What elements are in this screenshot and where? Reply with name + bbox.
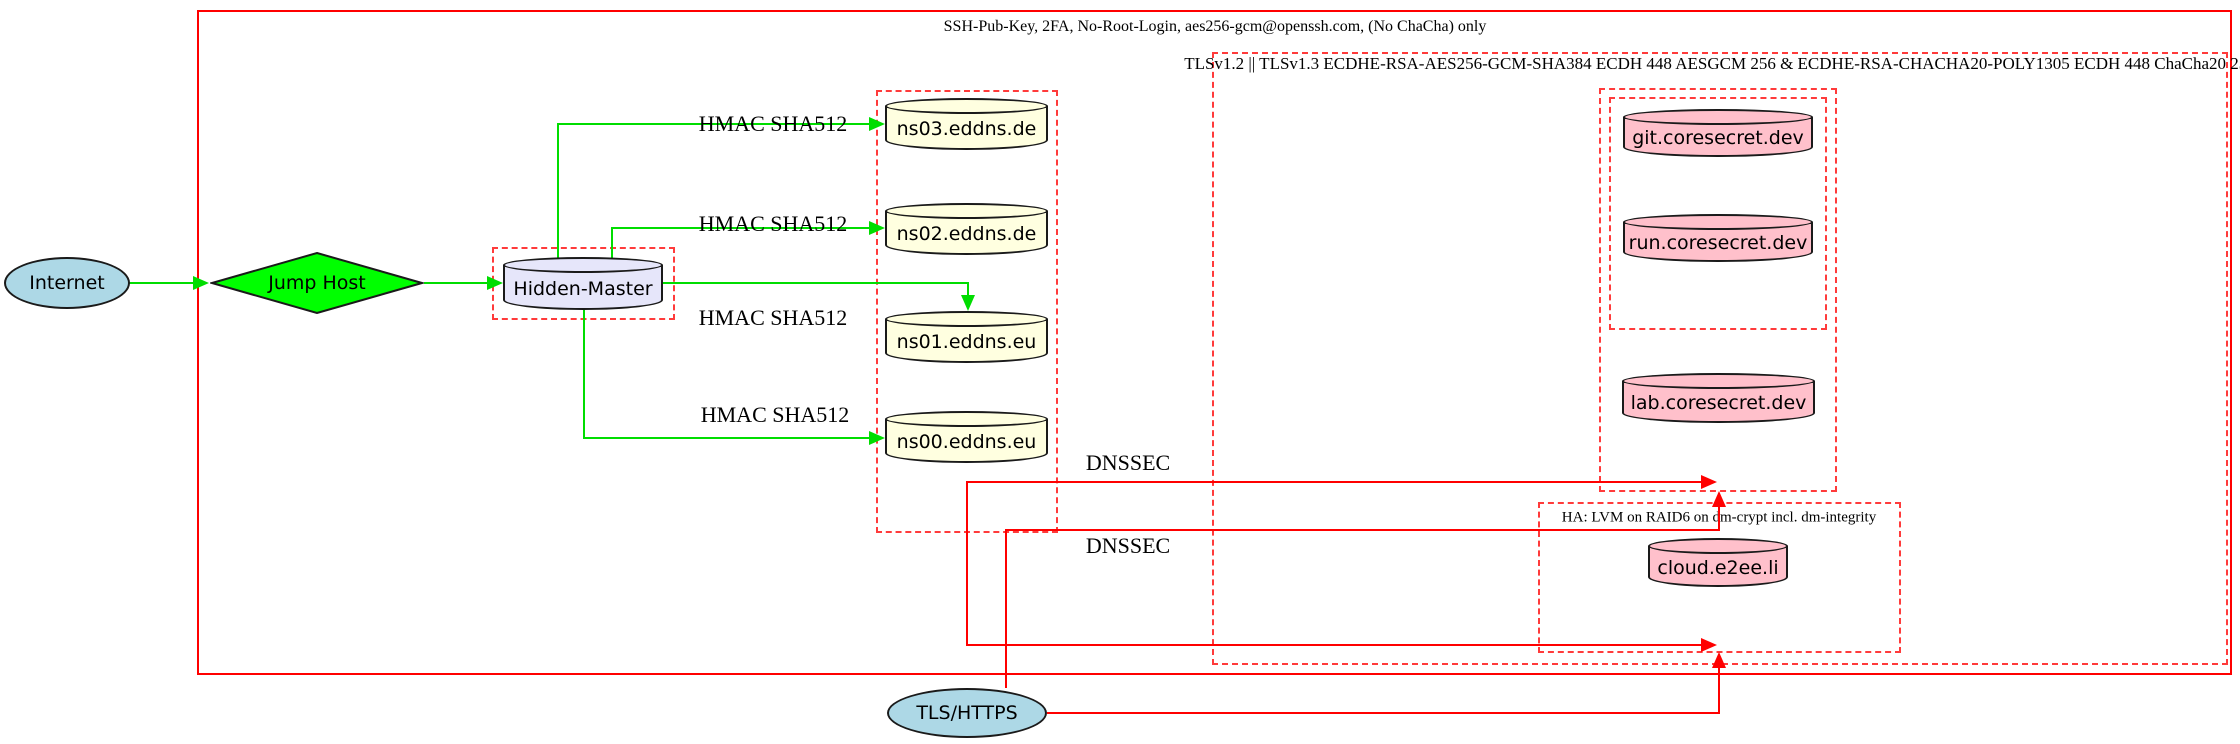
node-cloud-label: cloud.e2ee.li: [1657, 556, 1779, 579]
node-git: git.coresecret.dev: [1623, 109, 1813, 157]
node-run-label: run.coresecret.dev: [1628, 232, 1808, 254]
edge-dnssec1-arrow: [1701, 475, 1717, 489]
edge-tls-ha-arrow: [1712, 652, 1726, 668]
edge-jumphost-hiddenmaster-arrow: [487, 276, 503, 290]
edge-hm-ns01-line-h: [663, 282, 969, 284]
edge-hm-ns03-line-v: [557, 124, 559, 258]
edge-hm-ns01-line-v: [967, 283, 969, 296]
edge-tls-coresecret-line-v2: [1718, 506, 1720, 531]
node-internet: Internet: [4, 257, 130, 309]
cylinder-top: [885, 98, 1048, 114]
edge-hm-ns00-arrow: [869, 431, 885, 445]
edge-hm-ns03-arrow: [869, 117, 885, 131]
node-lab: lab.coresecret.dev: [1622, 373, 1815, 423]
node-hidden-master: Hidden-Master: [503, 257, 663, 310]
node-jump-host-label: Jump Host: [268, 272, 366, 294]
node-ns00: ns00.eddns.eu: [885, 411, 1048, 463]
node-cloud: cloud.e2ee.li: [1648, 538, 1788, 587]
node-ns01-label: ns01.eddns.eu: [896, 331, 1037, 353]
cylinder-top: [1648, 538, 1788, 554]
edge-label-dnssec-1: DNSSEC: [1085, 450, 1171, 475]
node-tls-https: TLS/HTTPS: [887, 688, 1047, 738]
cylinder-top: [1623, 214, 1813, 230]
edge-hm-ns01-arrow: [961, 295, 975, 311]
edge-tls-ha-line-h: [1047, 712, 1720, 714]
edge-dnssec2-arrow: [1701, 638, 1717, 652]
edge-label-hmac-3: HMAC SHA512: [698, 305, 848, 330]
node-jump-host: Jump Host: [208, 251, 426, 315]
cylinder-top: [885, 411, 1048, 427]
edge-internet-jumphost-arrow: [193, 276, 209, 290]
edge-hm-ns02-line-h: [611, 227, 869, 229]
ssh-boundary-box: [197, 10, 2232, 675]
node-run: run.coresecret.dev: [1623, 214, 1813, 262]
edge-label-hmac-4: HMAC SHA512: [700, 402, 850, 427]
edge-hm-ns03-line-h: [557, 123, 869, 125]
cylinder-top: [885, 203, 1048, 219]
node-ns01: ns01.eddns.eu: [885, 311, 1048, 363]
diamond-shape: [208, 251, 426, 315]
edge-hm-ns02-line-v: [611, 228, 613, 258]
node-git-label: git.coresecret.dev: [1632, 127, 1804, 149]
cylinder-top: [1623, 109, 1813, 125]
node-ns03: ns03.eddns.de: [885, 98, 1048, 150]
edge-label-hmac-2: HMAC SHA512: [698, 211, 848, 236]
edge-dnssec2-line-v: [966, 481, 968, 646]
edge-label-dnssec-2: DNSSEC: [1085, 533, 1171, 558]
node-hidden-master-label: Hidden-Master: [513, 277, 653, 300]
node-lab-label: lab.coresecret.dev: [1630, 392, 1807, 414]
edge-hm-ns00-line-v: [583, 309, 585, 438]
edge-hm-ns00-line-h: [583, 437, 869, 439]
node-ns02: ns02.eddns.de: [885, 203, 1048, 255]
edge-tls-ha-line-v: [1718, 667, 1720, 714]
node-ns02-label: ns02.eddns.de: [896, 223, 1037, 245]
edge-dnssec1-line: [966, 481, 1703, 483]
ssh-boundary-label: SSH-Pub-Key, 2FA, No-Root-Login, aes256-…: [943, 18, 1487, 35]
cylinder-top: [503, 257, 663, 273]
cylinder-top: [885, 311, 1048, 327]
cylinder-top: [1622, 373, 1815, 389]
edge-internet-jumphost-line: [129, 282, 193, 284]
node-internet-label: Internet: [29, 272, 105, 294]
edge-tls-coresecret-arrow: [1712, 491, 1726, 507]
edge-jumphost-hiddenmaster-line: [424, 282, 487, 284]
edge-tls-coresecret-line-h: [1005, 529, 1720, 531]
node-tls-https-label: TLS/HTTPS: [916, 702, 1018, 724]
node-ns03-label: ns03.eddns.de: [896, 118, 1037, 140]
node-ns00-label: ns00.eddns.eu: [896, 431, 1037, 453]
edge-hm-ns02-arrow: [869, 221, 885, 235]
tls-cluster-label: TLSv1.2 || TLSv1.3 ECDHE-RSA-AES256-GCM-…: [1184, 54, 2240, 73]
coresecret-inner-cluster-box: [1609, 97, 1827, 330]
edge-label-hmac-1: HMAC SHA512: [698, 111, 848, 136]
edge-tls-coresecret-line-v1: [1005, 530, 1007, 688]
edge-dnssec2-line-h: [966, 644, 1703, 646]
